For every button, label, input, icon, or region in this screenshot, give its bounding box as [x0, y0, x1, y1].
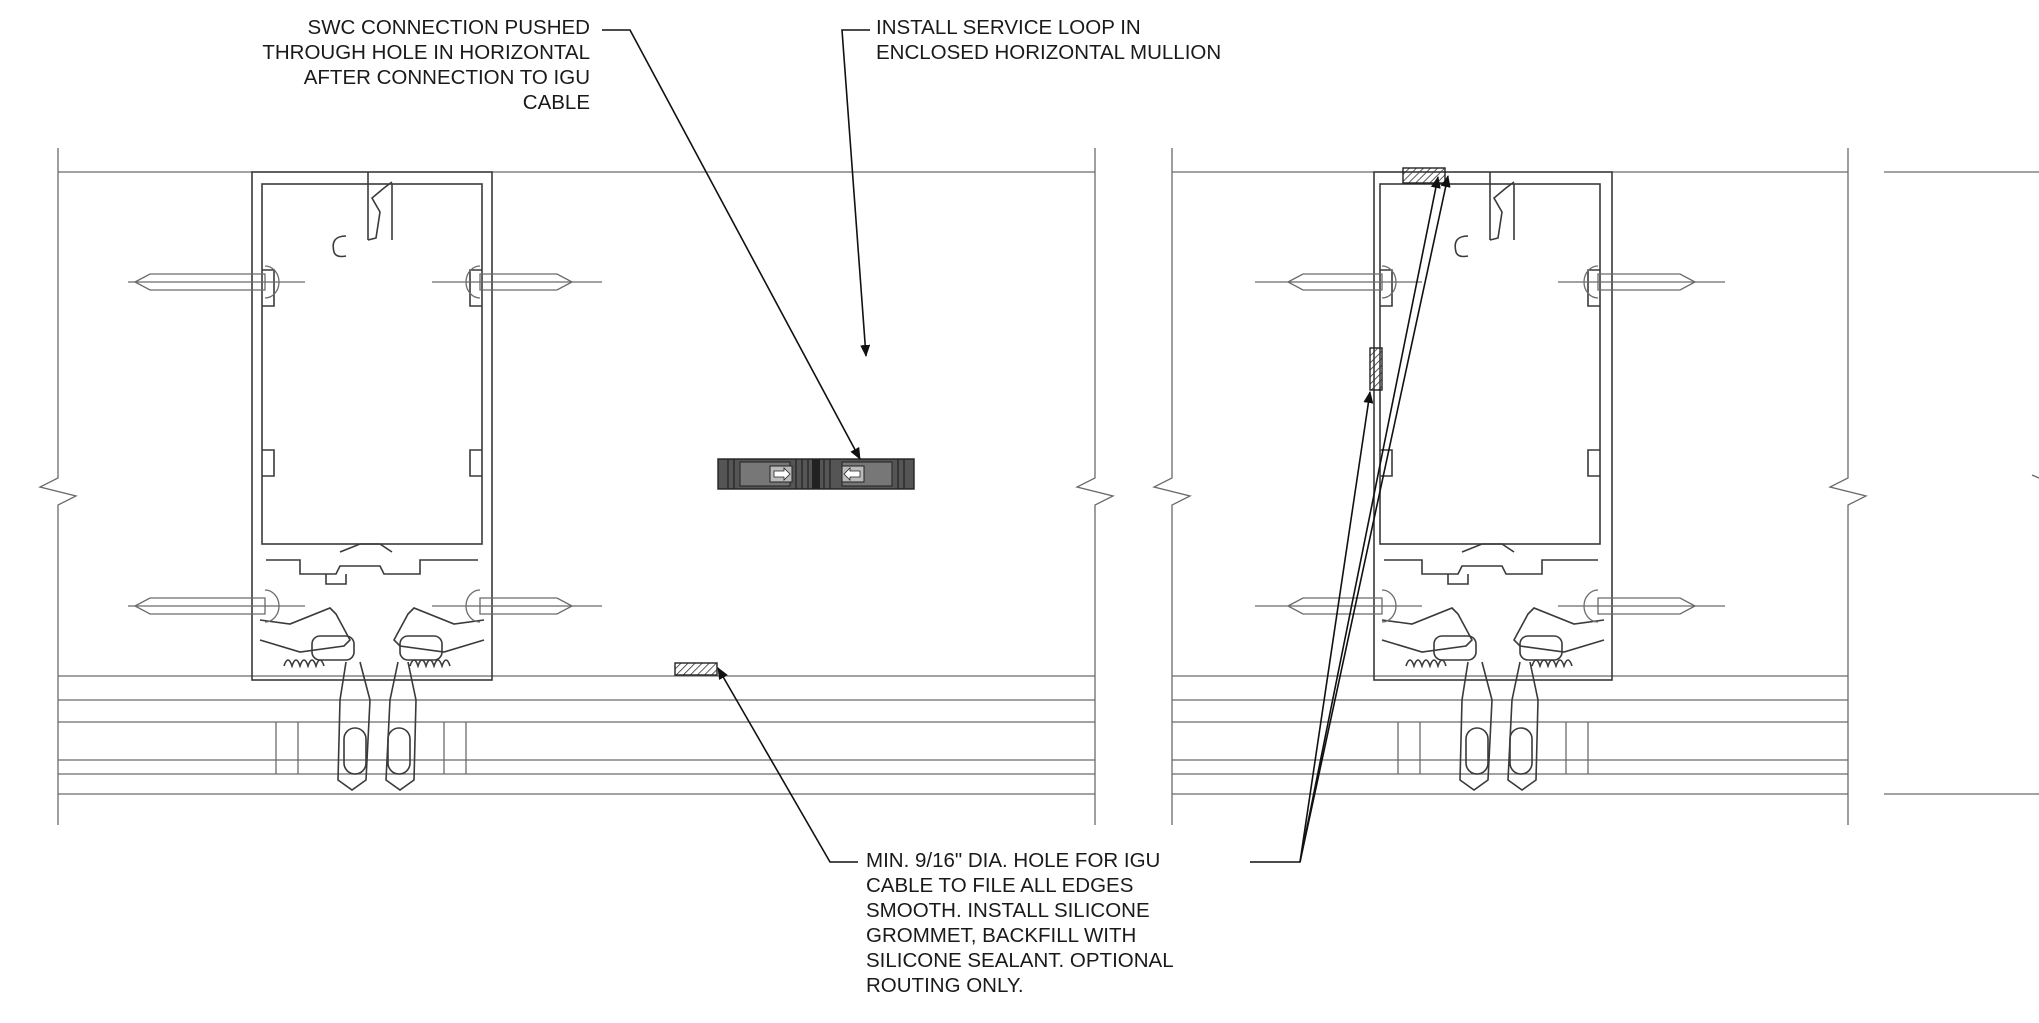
note-line: INSTALL SERVICE LOOP IN — [876, 16, 1141, 39]
hatched-hole-icon — [1369, 347, 1383, 391]
leader-lines — [602, 29, 1451, 863]
left-fasteners — [128, 265, 602, 623]
note-line: CABLE — [522, 91, 590, 114]
swc-connector-icon — [717, 458, 915, 490]
left-glass-lines — [58, 675, 1095, 795]
hatched-hole-icon — [1402, 167, 1446, 184]
note-line: ROUTING ONLY. — [866, 974, 1024, 997]
note-line: GROMMET, BACKFILL WITH — [866, 924, 1137, 947]
note-line: CABLE TO FILE ALL EDGES — [866, 874, 1134, 897]
right-frame-edges — [1152, 148, 2039, 825]
left-mullion-profile — [251, 171, 493, 791]
left-assembly — [38, 148, 1115, 825]
arrow-left-icon — [841, 465, 865, 483]
hatched-hole-icon — [674, 662, 718, 676]
right-mullion-profile — [1373, 171, 1613, 791]
left-frame-edges — [38, 148, 1115, 825]
note-line: SILICONE SEALANT. OPTIONAL — [866, 949, 1174, 972]
right-fasteners — [1255, 265, 1725, 623]
arrow-right-icon — [769, 465, 793, 483]
note-line: ENCLOSED HORIZONTAL MULLION — [876, 41, 1222, 64]
note-line: MIN. 9/16" DIA. HOLE FOR IGU — [866, 849, 1161, 872]
service-loop-note: INSTALL SERVICE LOOP IN ENCLOSED HORIZON… — [876, 15, 1221, 65]
right-assembly — [1152, 148, 2039, 825]
note-line: SWC CONNECTION PUSHED — [307, 16, 590, 39]
note-line: SMOOTH. INSTALL SILICONE — [866, 899, 1150, 922]
swc-connection-note: SWC CONNECTION PUSHED THROUGH HOLE IN HO… — [262, 15, 590, 115]
cable-hole-note: MIN. 9/16" DIA. HOLE FOR IGU CABLE TO FI… — [866, 848, 1174, 998]
note-line: THROUGH HOLE IN HORIZONTAL — [262, 41, 590, 64]
note-line: AFTER CONNECTION TO IGU — [303, 66, 590, 89]
